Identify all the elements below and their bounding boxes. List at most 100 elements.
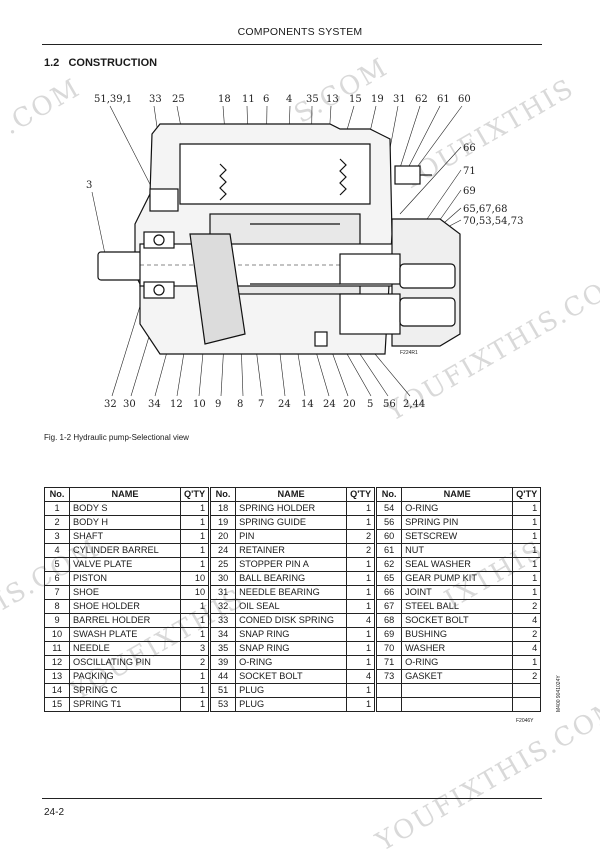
- part-number-cell: 30: [209, 571, 237, 586]
- quantity-cell: 1: [346, 641, 378, 656]
- callout-label: 8: [237, 399, 243, 410]
- quantity-cell: 4: [512, 641, 542, 656]
- quantity-cell: 1: [179, 501, 212, 516]
- quantity-cell: 10: [179, 585, 212, 600]
- callout-label: 3: [86, 180, 92, 191]
- quantity-cell: 1: [512, 543, 542, 558]
- part-name-cell: SPRING GUIDE: [235, 515, 348, 530]
- part-number-cell: 3: [44, 529, 70, 544]
- section-heading: CONSTRUCTION: [68, 57, 158, 69]
- part-number-cell: 11: [44, 641, 70, 656]
- part-number-cell: 24: [209, 543, 237, 558]
- part-name-cell: NUT: [401, 543, 514, 558]
- quantity-cell: 1: [346, 501, 378, 516]
- part-name-cell: VALVE PLATE: [69, 557, 181, 572]
- callout-label: 61: [437, 94, 450, 105]
- quantity-cell: 1: [346, 627, 378, 642]
- part-number-cell: 5: [44, 557, 70, 572]
- callout-label: 65,67,68: [463, 204, 508, 215]
- part-number-cell: 53: [209, 697, 237, 712]
- callout-label: 62: [415, 94, 428, 105]
- callout-label: 15: [349, 94, 362, 105]
- quantity-cell: 3: [179, 641, 212, 656]
- part-name-cell: SPRING T1: [69, 697, 181, 712]
- part-name-cell: SWASH PLATE: [69, 627, 181, 642]
- page-header: COMPONENTS SYSTEM: [237, 26, 363, 38]
- part-number-cell: 13: [44, 669, 70, 684]
- column-header: NAME: [235, 487, 348, 502]
- callout-label: 33: [149, 94, 162, 105]
- callout-label: 19: [371, 94, 384, 105]
- part-number-cell: 70: [375, 641, 403, 656]
- quantity-cell: 1: [346, 599, 378, 614]
- callout-label: 12: [170, 399, 183, 410]
- callout-label: 5: [367, 399, 373, 410]
- header-rule: [42, 44, 542, 45]
- callout-label: 11: [242, 94, 255, 105]
- part-name-cell: NEEDLE BEARING: [235, 585, 348, 600]
- quantity-cell: 1: [346, 683, 378, 698]
- diagram-code: F224R1: [400, 350, 418, 356]
- callout-label: 69: [463, 186, 476, 197]
- part-name-cell: GASKET: [401, 669, 514, 684]
- part-name-cell: CYLINDER BARREL: [69, 543, 181, 558]
- part-name-cell: SETSCREW: [401, 529, 514, 544]
- quantity-cell: 2: [179, 655, 212, 670]
- quantity-cell: 2: [512, 669, 542, 684]
- part-name-cell: CONED DISK SPRING: [235, 613, 348, 628]
- callout-label: 56: [383, 399, 396, 410]
- quantity-cell: 1: [179, 627, 212, 642]
- quantity-cell: 1: [346, 585, 378, 600]
- callout-label: 4: [286, 94, 292, 105]
- top-callouts: 51,39,1 33 25 18 11 6 4 35 13 15 19 31 6…: [94, 94, 471, 105]
- quantity-cell: 2: [346, 543, 378, 558]
- part-name-cell: O-RING: [401, 655, 514, 670]
- part-number-cell: 4: [44, 543, 70, 558]
- quantity-cell: 4: [512, 613, 542, 628]
- quantity-cell: 1: [512, 529, 542, 544]
- callout-label: 18: [218, 94, 231, 105]
- part-number-cell: 54: [375, 501, 403, 516]
- part-number-cell: 35: [209, 641, 237, 656]
- part-name-cell: BALL BEARING: [235, 571, 348, 586]
- part-number-cell: 9: [44, 613, 70, 628]
- column-header: Q'TY: [179, 487, 212, 502]
- parts-table: No. NAME Q'TY No. NAME Q'TY No. NAME Q'T…: [44, 487, 542, 712]
- part-number-cell: 67: [375, 599, 403, 614]
- callout-label: 13: [326, 94, 339, 105]
- part-number-cell: 66: [375, 585, 403, 600]
- watermark: YOUFIXTHIS.COM: [371, 692, 600, 858]
- section-title: 1.2 CONSTRUCTION: [44, 57, 157, 69]
- part-name-cell: PLUG: [235, 683, 348, 698]
- part-number-cell: 60: [375, 529, 403, 544]
- quantity-cell: 1: [512, 501, 542, 516]
- part-number-cell: 71: [375, 655, 403, 670]
- part-number-cell: 10: [44, 627, 70, 642]
- part-number-cell: 44: [209, 669, 237, 684]
- callout-label: 31: [393, 94, 406, 105]
- part-name-cell: SPRING PIN: [401, 515, 514, 530]
- part-name-cell: SNAP RING: [235, 627, 348, 642]
- part-number-cell: 68: [375, 613, 403, 628]
- pump-section-diagram: 51,39,1 33 25 18 11 6 4 35 13 15 19 31 6…: [86, 94, 523, 410]
- part-number-cell: 51: [209, 683, 237, 698]
- quantity-cell: 1: [346, 571, 378, 586]
- column-header: No.: [44, 487, 70, 502]
- callout-label: 32: [104, 399, 117, 410]
- part-name-cell: RETAINER: [235, 543, 348, 558]
- part-number-cell: 33: [209, 613, 237, 628]
- part-name-cell: SHOE: [69, 585, 181, 600]
- part-name-cell: STOPPER PIN A: [235, 557, 348, 572]
- callout-label: 71: [463, 166, 476, 177]
- section-number: 1.2: [44, 57, 60, 69]
- callout-label: 20: [343, 399, 356, 410]
- quantity-cell: 4: [346, 669, 378, 684]
- part-number-cell: 19: [209, 515, 237, 530]
- callout-label: 70,53,54,73: [463, 216, 523, 227]
- part-name-cell: SHOE HOLDER: [69, 599, 181, 614]
